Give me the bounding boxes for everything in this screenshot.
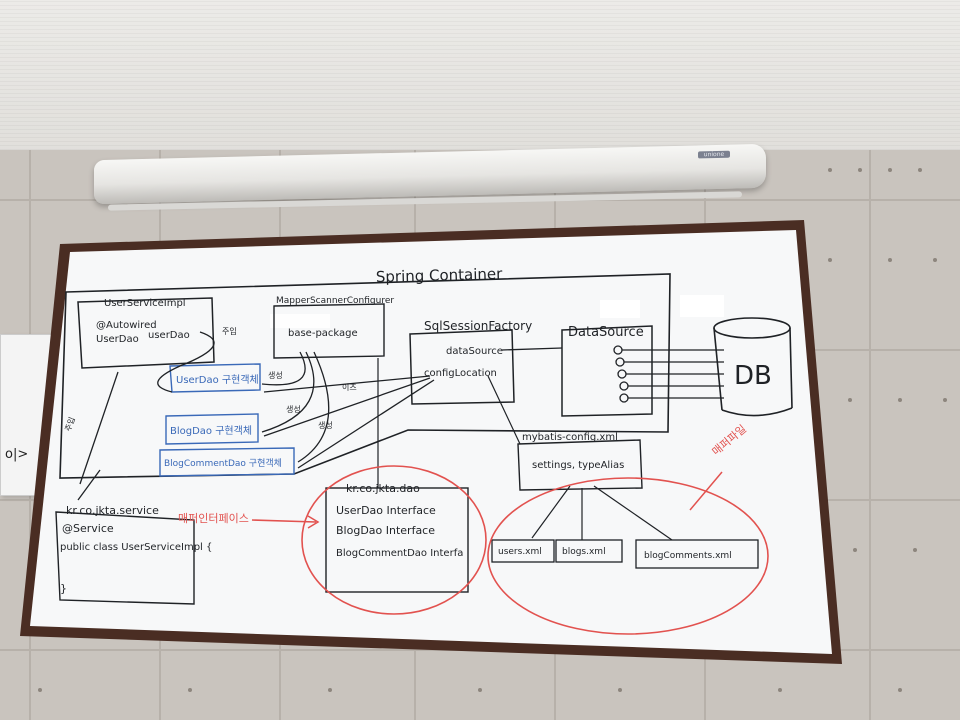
light-glare xyxy=(600,300,640,318)
blogcommentdao-impl-box xyxy=(159,447,295,477)
config-location-property: configLocation xyxy=(424,368,497,379)
sql-session-factory-box xyxy=(409,329,515,405)
userdao-interface-label: UserDao Interface xyxy=(336,504,436,517)
paper-sheet-text: o|> xyxy=(5,447,29,462)
autowired-label: @Autowired xyxy=(96,320,157,331)
closing-brace-label: } xyxy=(60,582,67,595)
arrowhead-icon xyxy=(307,515,320,529)
public-class-label: public class UserServiceImpl { xyxy=(60,542,212,553)
datasource-box xyxy=(561,325,653,417)
blogs-xml-box xyxy=(555,539,623,563)
mybatis-settings-label: settings, typeAlias xyxy=(532,460,624,471)
light-glare xyxy=(270,314,330,328)
blog-comments-xml-box xyxy=(635,539,759,569)
config-location-link xyxy=(487,375,521,445)
create-arrows xyxy=(77,331,435,501)
blogdao-impl-label: BlogDao 구현객체 xyxy=(170,425,252,437)
service-annotation-label: @Service xyxy=(62,522,114,535)
db-label: DB xyxy=(734,361,772,391)
mapper-scanner-box xyxy=(273,303,385,359)
spring-container-outline xyxy=(59,273,671,479)
user-service-impl-title: UserServiceImpl xyxy=(104,298,186,309)
create-annotation: 생성 xyxy=(318,420,333,430)
kr-dao-title: kr.co.jkta.dao xyxy=(346,482,420,495)
whiteboard-surface xyxy=(30,230,832,654)
inject-short-annotation: 이즈 xyxy=(342,382,357,392)
mapper-interface-arrow xyxy=(251,519,317,523)
base-package-label: base-package xyxy=(288,328,358,339)
datasource-title: DataSource xyxy=(568,325,644,340)
connection-pool xyxy=(613,345,724,403)
mapper-interface-annotation: 매퍼인터페이스 xyxy=(178,512,249,525)
userdao-type-label: UserDao xyxy=(96,334,139,345)
mapper-file-circle xyxy=(487,477,769,635)
xml-links xyxy=(531,485,673,541)
blogcommentdao-impl-label: BlogCommentDao 구현객체 xyxy=(164,458,282,469)
userdao-impl-label: UserDao 구현객체 xyxy=(176,374,259,386)
blogdao-impl-box xyxy=(165,413,259,445)
light-glare xyxy=(680,295,724,317)
blogdao-interface-label: BlogDao Interface xyxy=(336,524,435,537)
kr-service-box xyxy=(55,511,195,605)
users-xml-box xyxy=(491,539,555,563)
datasource-link xyxy=(501,347,563,351)
create-annotation: 생성 xyxy=(286,404,301,414)
db-cylinder xyxy=(713,317,793,417)
user-service-impl-box xyxy=(77,297,215,369)
userdao-impl-box xyxy=(169,363,261,393)
blogcommentdao-interface-label: BlogCommentDao Interfa xyxy=(336,548,463,559)
datasource-property: dataSource xyxy=(446,346,503,357)
users-xml-label: users.xml xyxy=(498,547,542,557)
blog-comments-xml-label: blogComments.xml xyxy=(644,551,732,561)
mapper-file-arrow xyxy=(689,471,723,511)
blogs-xml-label: blogs.xml xyxy=(562,547,606,557)
mybatis-config-title: mybatis-config.xml xyxy=(522,432,618,443)
inject-annotation: 주입 xyxy=(222,327,237,336)
mapper-interface-circle xyxy=(301,465,487,615)
create-annotation: 생성 xyxy=(268,370,283,380)
kr-service-title: kr.co.jkta.service xyxy=(66,504,159,517)
mapper-scanner-title: MapperScannerConfigurer xyxy=(276,296,394,306)
userdao-field-label: userDao xyxy=(148,330,190,341)
sql-session-factory-title: SqlSessionFactory xyxy=(424,319,532,333)
whiteboard: Spring Container UserServiceImpl @Autowi… xyxy=(18,218,842,664)
spring-container-title: Spring Container xyxy=(376,265,504,286)
kr-dao-box xyxy=(325,487,469,593)
mybatis-config-box xyxy=(517,439,643,491)
